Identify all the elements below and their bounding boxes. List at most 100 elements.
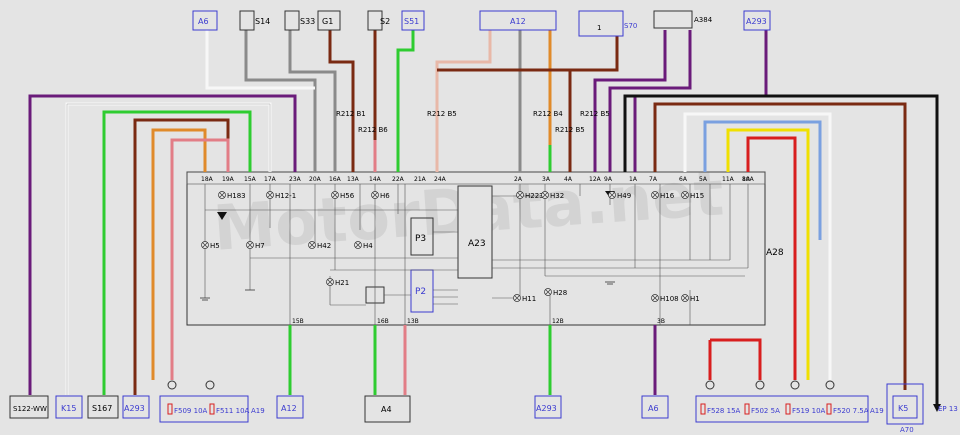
lamp-label: H5	[210, 242, 220, 250]
wire-brown-left	[133, 118, 230, 395]
cluster-pin-13A: 13A	[347, 176, 360, 183]
a4-box[interactable]	[364, 395, 411, 423]
f519-label: F519 10A	[792, 407, 826, 415]
lamp-label: H42	[317, 242, 331, 250]
harness-wires	[28, 30, 939, 405]
wire-grey-s14	[244, 30, 317, 172]
g1-box[interactable]	[317, 10, 341, 31]
wire-a12-left	[435, 30, 492, 172]
k5-box[interactable]	[892, 395, 918, 419]
cluster-pin-3B: 3B	[657, 318, 665, 325]
lamp-h21: H21	[326, 278, 349, 287]
s14-label: S14	[255, 17, 270, 26]
cluster-pin-17A: 17A	[264, 176, 277, 183]
k15-box[interactable]	[55, 395, 83, 419]
a6-top-box[interactable]	[192, 10, 218, 31]
wire-lightblue	[703, 120, 822, 240]
a6-top-label: A6	[198, 17, 209, 26]
fuse-connector	[167, 380, 177, 390]
lamp-label: H183	[227, 192, 246, 200]
ep13-arrow-icon	[933, 404, 941, 412]
lamp-label: H28	[553, 289, 567, 297]
lamp-h42: H42	[308, 241, 331, 250]
wire-yellow	[726, 128, 810, 380]
a293-top-label: A293	[746, 17, 767, 26]
wire-pink	[170, 138, 230, 380]
lamp-h15: H15	[681, 191, 704, 200]
cluster-pin-24A: 24A	[434, 176, 447, 183]
fuse-icon	[700, 403, 706, 415]
cluster-pin-18A: 18A	[201, 176, 214, 183]
cluster-pin-16A: 16A	[329, 176, 342, 183]
fuse-icon	[785, 403, 791, 415]
a12-bottom-box[interactable]	[276, 395, 304, 419]
lamp-label: H223	[525, 192, 544, 200]
lamp-h16: H16	[651, 191, 675, 200]
wire-white-a6	[205, 30, 315, 90]
lamp-label: H4	[363, 242, 373, 250]
internal-wiring	[204, 184, 749, 325]
fuse-connector	[755, 380, 765, 390]
cluster-pin-14A: 14A	[369, 176, 382, 183]
a6-bottom-label: A6	[648, 404, 659, 413]
a6-bottom-box[interactable]	[641, 395, 669, 419]
s33-label: S33	[300, 17, 315, 26]
a70-box[interactable]	[886, 383, 924, 425]
wire-purple-left	[28, 94, 297, 395]
wire-red	[746, 136, 797, 380]
fuse-connector	[790, 380, 800, 390]
lamp-h28: H28	[544, 288, 567, 297]
cluster-pin-8A: 8A	[742, 176, 751, 183]
a19-left-box[interactable]	[159, 395, 249, 423]
s2-switch[interactable]	[367, 10, 383, 31]
lamp-label: H6	[380, 192, 390, 200]
p2-label: P2	[415, 287, 426, 297]
a12-top-box[interactable]	[479, 10, 557, 31]
cluster-pin-15A: 15A	[244, 176, 257, 183]
cluster-pin-11A: 11A	[722, 176, 735, 183]
a293-bottom-box[interactable]	[534, 395, 562, 419]
cluster-pin-7A: 7A	[649, 176, 658, 183]
s33-switch[interactable]	[284, 10, 300, 31]
wire-white-right	[683, 112, 832, 380]
s122-box[interactable]	[9, 395, 49, 419]
s167-label: S167	[92, 404, 112, 413]
a293-top-box[interactable]	[743, 10, 771, 31]
fuse-connector	[705, 380, 715, 390]
lamp-h108: H108	[651, 294, 679, 303]
s51-box[interactable]	[401, 10, 425, 31]
cluster-pin-10A: 10A	[742, 176, 755, 183]
p3-label: P3	[415, 234, 426, 244]
s167-box[interactable]	[87, 395, 119, 419]
a293-left-box[interactable]	[122, 395, 150, 419]
lamp-h6: H6	[371, 191, 390, 200]
cluster-pin-22A: 22A	[392, 176, 405, 183]
bottom-components: S122-WW K15 S167 A293 F509 10A F511 10A …	[9, 380, 958, 434]
lamp-h4: H4	[354, 241, 373, 250]
cluster-pin-2A: 2A	[514, 176, 523, 183]
lamp-h49: H49	[608, 191, 631, 200]
lamp-label: H16	[660, 192, 675, 200]
wire-brown-s70	[437, 30, 619, 72]
lamp-label: H11	[522, 295, 536, 303]
wire-green-left	[102, 110, 252, 395]
lamp-label: H49	[617, 192, 631, 200]
a19-right-box[interactable]	[695, 395, 869, 423]
s70-box[interactable]	[578, 10, 624, 37]
cluster-pin-5A: 5A	[699, 176, 708, 183]
wire-white-left-edge	[66, 103, 271, 395]
f511-label: F511 10A	[216, 407, 250, 415]
lamp-h32: H32	[541, 191, 564, 200]
cluster-pin-13B: 13B	[407, 318, 419, 325]
cluster-pin-19A: 19A	[222, 176, 235, 183]
s14-switch[interactable]	[239, 10, 255, 31]
cluster-name: A28	[766, 248, 784, 258]
resistor-labels: R212 B1 R212 B6 R212 B5 R212 B4 R212 B5 …	[336, 110, 610, 134]
cluster-pin-row	[186, 171, 766, 185]
a293-bottom-label: A293	[536, 404, 557, 413]
cluster-pin-6A: 6A	[679, 176, 688, 183]
a384-box[interactable]	[653, 10, 693, 29]
